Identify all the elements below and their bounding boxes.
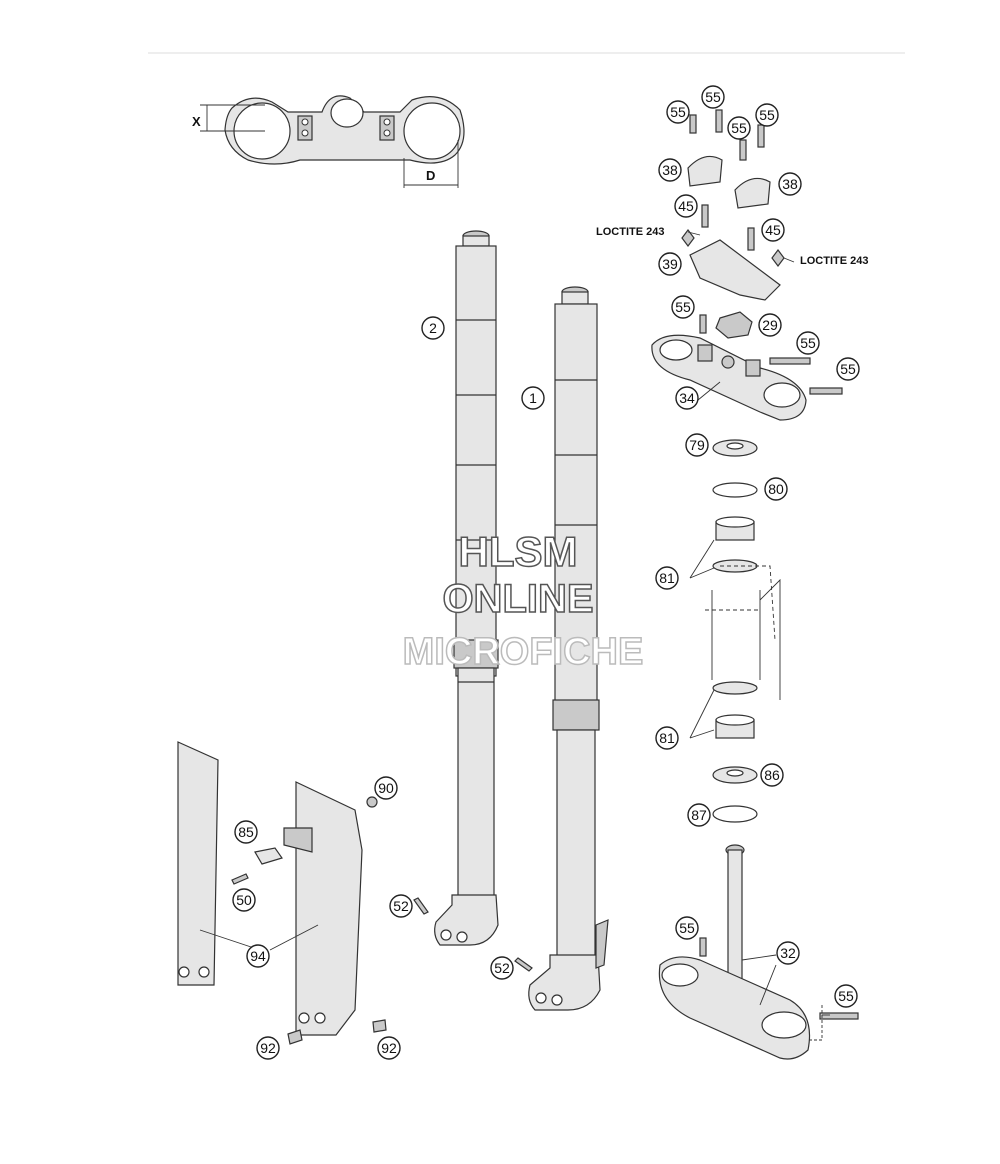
dimension-d-label: D (426, 168, 435, 183)
callout-55: 55 (834, 984, 858, 1008)
svg-text:50: 50 (236, 892, 252, 908)
callout-55: 55 (701, 85, 725, 109)
svg-text:39: 39 (662, 256, 678, 272)
callout-55: 55 (836, 357, 860, 381)
svg-text:1: 1 (529, 390, 537, 406)
loctite-note-left: LOCTITE 243 (596, 226, 664, 238)
callout-90: 90 (374, 776, 398, 800)
steering-bearing-parts (705, 439, 781, 823)
svg-text:55: 55 (670, 104, 686, 120)
callout-38: 38 (778, 172, 802, 196)
svg-text:55: 55 (679, 920, 695, 936)
svg-text:55: 55 (840, 361, 856, 377)
callout-50: 50 (232, 888, 256, 912)
svg-text:34: 34 (679, 390, 695, 406)
callout-80: 80 (764, 477, 788, 501)
callout-55: 55 (796, 331, 820, 355)
svg-text:55: 55 (675, 299, 691, 315)
svg-text:81: 81 (659, 730, 675, 746)
callout-79: 79 (685, 433, 709, 457)
callout-85: 85 (234, 820, 258, 844)
fork-guards (177, 741, 533, 1045)
svg-text:87: 87 (691, 807, 707, 823)
svg-text:45: 45 (678, 198, 694, 214)
callout-55: 55 (727, 116, 751, 140)
callout-55: 55 (666, 100, 690, 124)
callout-55: 55 (755, 103, 779, 127)
callout-2: 2 (421, 316, 445, 340)
svg-text:55: 55 (705, 89, 721, 105)
svg-text:85: 85 (238, 824, 254, 840)
svg-text:80: 80 (768, 481, 784, 497)
watermark: HLSM ONLINE MICROFICHE (402, 527, 644, 674)
callout-81: 81 (655, 726, 679, 750)
watermark-line-1: HLSM (459, 528, 578, 575)
callout-32: 32 (776, 941, 800, 965)
callout-55: 55 (675, 916, 699, 940)
svg-text:52: 52 (494, 960, 510, 976)
svg-text:38: 38 (662, 162, 678, 178)
loctite-note-right: LOCTITE 243 (800, 255, 868, 267)
svg-text:55: 55 (731, 120, 747, 136)
svg-text:2: 2 (429, 320, 437, 336)
svg-text:55: 55 (759, 107, 775, 123)
leader-lines (199, 231, 830, 1041)
callout-52: 52 (389, 894, 413, 918)
callout-29: 29 (758, 313, 782, 337)
callout-55: 55 (671, 295, 695, 319)
callout-38: 38 (658, 158, 682, 182)
svg-text:90: 90 (378, 780, 394, 796)
svg-text:38: 38 (782, 176, 798, 192)
svg-text:81: 81 (659, 570, 675, 586)
svg-text:92: 92 (381, 1040, 397, 1056)
svg-text:45: 45 (765, 222, 781, 238)
svg-text:86: 86 (764, 767, 780, 783)
callout-52: 52 (490, 956, 514, 980)
fork-leg-2 (434, 230, 499, 946)
callout-45: 45 (674, 194, 698, 218)
svg-text:52: 52 (393, 898, 409, 914)
callout-92: 92 (256, 1036, 280, 1060)
callout-group: 55 55 55 55 38 38 45 45 39 55 29 55 55 3… (232, 85, 860, 1060)
svg-text:55: 55 (800, 335, 816, 351)
svg-text:55: 55 (838, 988, 854, 1004)
watermark-line-2: ONLINE (442, 577, 593, 621)
svg-text:29: 29 (762, 317, 778, 333)
svg-text:92: 92 (260, 1040, 276, 1056)
callout-39: 39 (658, 252, 682, 276)
callout-92: 92 (377, 1036, 401, 1060)
svg-text:94: 94 (250, 948, 266, 964)
callout-86: 86 (760, 763, 784, 787)
callout-81: 81 (655, 566, 679, 590)
svg-text:79: 79 (689, 437, 705, 453)
triple-clamp-dimension-view: X D (192, 95, 465, 188)
callout-45: 45 (761, 218, 785, 242)
callout-34: 34 (675, 386, 699, 410)
lower-triple-clamp (658, 844, 859, 1060)
watermark-line-3: MICROFICHE (403, 631, 644, 673)
callout-87: 87 (687, 803, 711, 827)
callout-1: 1 (521, 386, 545, 410)
fork-leg-1 (528, 286, 609, 1011)
callout-94: 94 (246, 944, 270, 968)
dimension-x-label: X (192, 114, 201, 129)
svg-text:32: 32 (780, 945, 796, 961)
